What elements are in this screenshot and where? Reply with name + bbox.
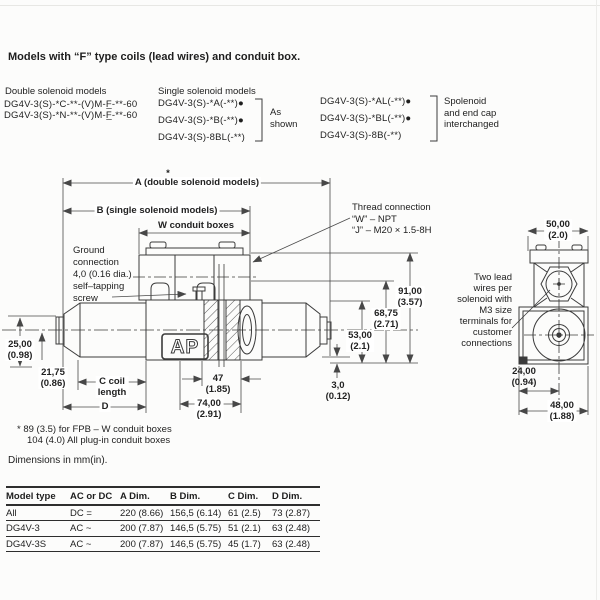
dim-c-label: C coil length <box>95 376 129 398</box>
ground-screw-icon <box>192 286 206 292</box>
dim-25-label: 25,00 (0.98) <box>5 339 35 361</box>
section-hatch-right <box>225 299 241 361</box>
table-cell: 220 (8.66) <box>120 504 170 521</box>
brand-logo-box <box>161 333 209 360</box>
table-cell: 146,5 (5.75) <box>170 520 228 537</box>
ground-connection-note: Ground connection 4,0 (0.16 dia.) self–t… <box>73 245 132 304</box>
table-header: AC or DC <box>70 487 120 506</box>
table-header: D Dim. <box>272 487 320 506</box>
double-solenoid-heading: Double solenoid models <box>5 86 107 97</box>
table-cell: 200 (7.87) <box>120 536 170 552</box>
dim-74-label: 74,00 (2.91) <box>194 398 224 420</box>
lead-wire-leader <box>511 289 551 329</box>
dimensions-table: Model type AC or DC A Dim. B Dim. C Dim.… <box>6 486 320 552</box>
dim-24-label: 24,00 (0.94) <box>511 366 537 388</box>
model-code: DG4V-3(S)-*BL(-**)● <box>320 113 412 124</box>
table-header: Model type <box>6 487 70 506</box>
model-brackets <box>255 95 438 142</box>
table-header: A Dim. <box>120 487 170 506</box>
model-code: DG4V-3(S)-*C-**-(V)M-F̲-**-60 <box>4 99 138 110</box>
dim-b-label: B (single solenoid models) <box>94 205 220 216</box>
dim-48-label: 48,00 (1.88) <box>547 400 577 422</box>
conduit-box <box>138 254 251 301</box>
units-note: Dimensions in mm(in). <box>8 455 108 466</box>
table-cell: DG4V-3S <box>6 536 70 552</box>
dim-3-label: 3,0 (0.12) <box>325 380 351 402</box>
table-cell: 156,5 (6.14) <box>170 504 228 521</box>
footnote-asterisk: * <box>166 168 170 179</box>
dim-21-label: 21,75 (0.86) <box>38 367 68 389</box>
wire-entry-left <box>150 282 170 300</box>
table-cell: AC ~ <box>70 520 120 537</box>
footnote-line1: * 89 (3.5) for FPB – W conduit boxes <box>17 424 172 435</box>
table-cell: 45 (1.7) <box>228 536 272 552</box>
table-row: All DC = 220 (8.66) 156,5 (6.14) 61 (2.5… <box>6 504 320 521</box>
dim-68-label: 68,75 (2.71) <box>371 308 401 330</box>
dim-d-label: D <box>99 401 111 412</box>
dim-47-label: 47 (1.85) <box>205 373 231 395</box>
conduit-box-screw-right <box>218 241 236 249</box>
single-solenoid-heading: Single solenoid models <box>158 86 256 97</box>
model-code: DG4V-3(S)-*B(-**)● <box>158 115 244 126</box>
end-cap-block <box>518 306 589 365</box>
page-title: Models with “F” type coils (lead wires) … <box>8 51 301 63</box>
as-shown-bracket <box>255 98 263 142</box>
spool-port-oval <box>237 305 257 355</box>
table-header: B Dim. <box>170 487 228 506</box>
table-cell: 146,5 (5.75) <box>170 536 228 552</box>
as-shown-note: As shown <box>270 107 298 130</box>
model-code: DG4V-3(S)-8B(-**) <box>320 130 402 141</box>
end-cap-tab <box>519 356 528 365</box>
table-row: DG4V-3 AC ~ 200 (7.87) 146,5 (5.75) 51 (… <box>6 520 320 537</box>
ground-leader <box>111 290 187 298</box>
table-header: C Dim. <box>228 487 272 506</box>
table-cell: 51 (2.1) <box>228 520 272 537</box>
section-hatch-left <box>203 299 219 361</box>
brand-logo-text: AP <box>171 337 199 358</box>
table-header-row: Model type AC or DC A Dim. B Dim. C Dim.… <box>6 487 320 506</box>
table-cell: AC ~ <box>70 536 120 552</box>
interchanged-bracket <box>430 95 438 142</box>
table-cell: 63 (2.48) <box>272 536 320 552</box>
table-cell: DC = <box>70 504 120 521</box>
footnote-line2: 104 (4.0) All plug-in conduit boxes <box>27 435 171 446</box>
model-code: DG4V-3(S)-*N-**-(V)M-F̲-**-60 <box>4 110 138 121</box>
model-code: DG4V-3(S)-*A(-**)● <box>158 98 244 109</box>
thread-leader <box>252 217 351 263</box>
lead-wires-note: Two lead wires per solenoid with M3 size… <box>457 272 512 349</box>
scan-edge-right <box>596 0 597 600</box>
dim-50-label: 50,00 (2.0) <box>544 219 572 241</box>
table-cell: 61 (2.5) <box>228 504 272 521</box>
table-cell: All <box>6 504 70 521</box>
table-cell: 73 (2.87) <box>272 504 320 521</box>
hex-nut <box>540 266 578 302</box>
end-view-drawing <box>511 236 594 401</box>
table-cell: 63 (2.48) <box>272 520 320 537</box>
table-cell: DG4V-3 <box>6 520 70 537</box>
dim-91-label: 91,00 (3.57) <box>395 286 425 308</box>
model-code: DG4V-3(S)-*AL(-**)● <box>320 96 412 107</box>
thread-connection-note: Thread connection “W” – NPT “J” – M20 × … <box>352 202 432 236</box>
scan-edge-top <box>0 5 600 6</box>
table-row: DG4V-3S AC ~ 200 (7.87) 146,5 (5.75) 45 … <box>6 536 320 552</box>
dim-a-label: A (double solenoid models) <box>132 177 262 188</box>
dim-53-label: 53,00 (2.1) <box>346 330 374 352</box>
table-cell: 200 (7.87) <box>120 520 170 537</box>
model-code: DG4V-3(S)-8BL(-**) <box>158 132 246 143</box>
dim-w-label: W conduit boxes <box>158 220 234 231</box>
main-view-drawing: AP <box>2 241 418 367</box>
conduit-box-screw-left <box>149 241 167 249</box>
right-end-tip <box>319 316 328 345</box>
conduit-box-flange <box>145 247 244 256</box>
interchanged-note: Spolenoid and end cap interchanged <box>444 96 499 130</box>
